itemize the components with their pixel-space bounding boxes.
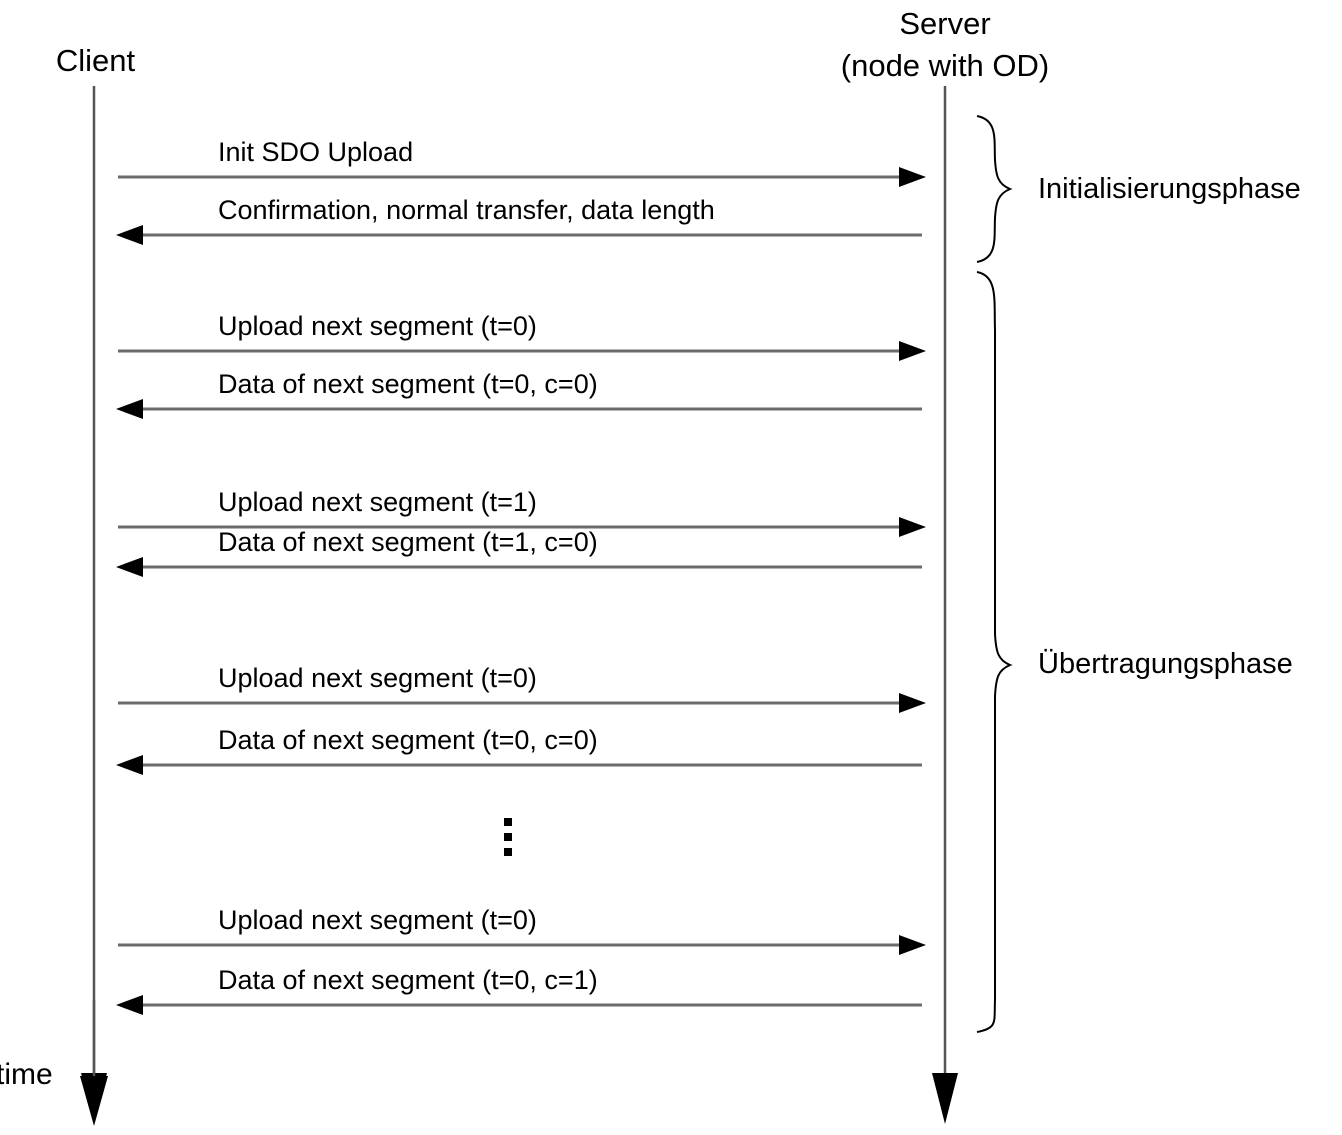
message-label-3: Upload next segment (t=0) — [218, 311, 537, 341]
message-arrow-10 — [116, 995, 922, 1015]
message-label-1: Init SDO Upload — [218, 137, 414, 167]
time-axis-arrow — [80, 1000, 108, 1126]
message-arrow-9 — [118, 935, 926, 955]
message-label-7: Upload next segment (t=0) — [218, 663, 537, 693]
actor-label-client: Client — [55, 43, 136, 78]
vertical-ellipsis-icon — [504, 818, 512, 856]
message-arrow-2 — [116, 225, 922, 245]
message-label-10: Data of next segment (t=0, c=1) — [218, 965, 598, 995]
message-arrow-5 — [118, 517, 926, 537]
message-label-8: Data of next segment (t=0, c=0) — [218, 725, 598, 755]
phase-brace-init — [976, 115, 1013, 263]
message-label-6: Data of next segment (t=1, c=0) — [218, 527, 598, 557]
phase-label-init: Initialisierungsphase — [1038, 173, 1301, 205]
message-arrow-7 — [118, 693, 926, 713]
message-label-9: Upload next segment (t=0) — [218, 905, 537, 935]
message-arrow-1 — [118, 167, 926, 187]
client-lifeline — [81, 86, 107, 1124]
server-lifeline — [932, 86, 958, 1124]
actor-sublabel-server: (node with OD) — [840, 48, 1050, 83]
message-arrow-3 — [118, 341, 926, 361]
message-arrow-4 — [116, 399, 922, 419]
message-label-5: Upload next segment (t=1) — [218, 487, 537, 517]
time-axis-label: time — [0, 1058, 53, 1091]
message-label-2: Confirmation, normal transfer, data leng… — [218, 195, 715, 225]
phase-label-transfer: Übertragungsphase — [1038, 648, 1293, 680]
phase-brace-transfer — [976, 271, 1013, 1033]
message-arrow-6 — [116, 557, 922, 577]
message-label-4: Data of next segment (t=0, c=0) — [218, 369, 598, 399]
message-arrow-8 — [116, 755, 922, 775]
actor-label-server: Server — [899, 6, 991, 41]
